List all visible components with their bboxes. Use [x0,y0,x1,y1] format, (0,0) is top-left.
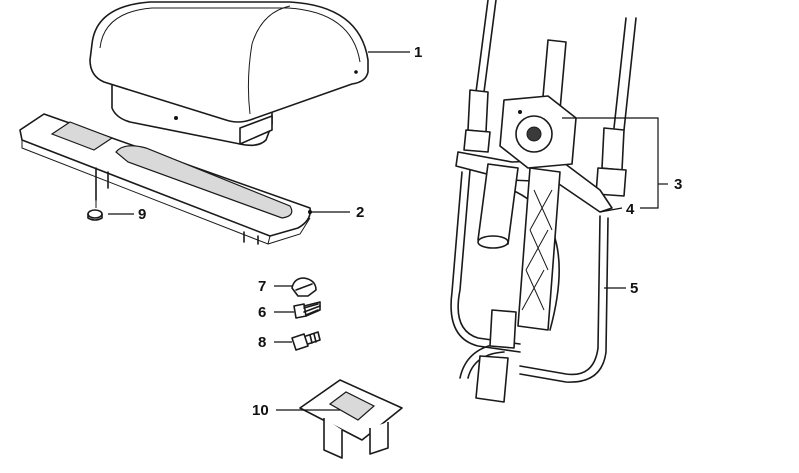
screw-6 [293,301,321,319]
callout-2: 2 [356,204,364,221]
headrest-cushion [89,1,369,147]
callout-6: 6 [258,304,266,321]
expanding-rivet [87,188,103,221]
callout-4: 4 [626,201,635,218]
callout-8: 8 [258,334,266,351]
callout-9: 9 [138,206,146,223]
callout-7: 7 [258,278,266,295]
callout-3: 3 [674,176,682,193]
callout-5: 5 [630,280,638,297]
clip-7 [291,277,317,297]
cover-plate [299,379,403,459]
callout-1: 1 [414,44,422,61]
trim-cover [19,113,312,245]
guide-assembly [455,0,637,403]
leader-lines [108,51,668,411]
screw-8 [291,331,321,351]
callout-10: 10 [252,402,269,419]
